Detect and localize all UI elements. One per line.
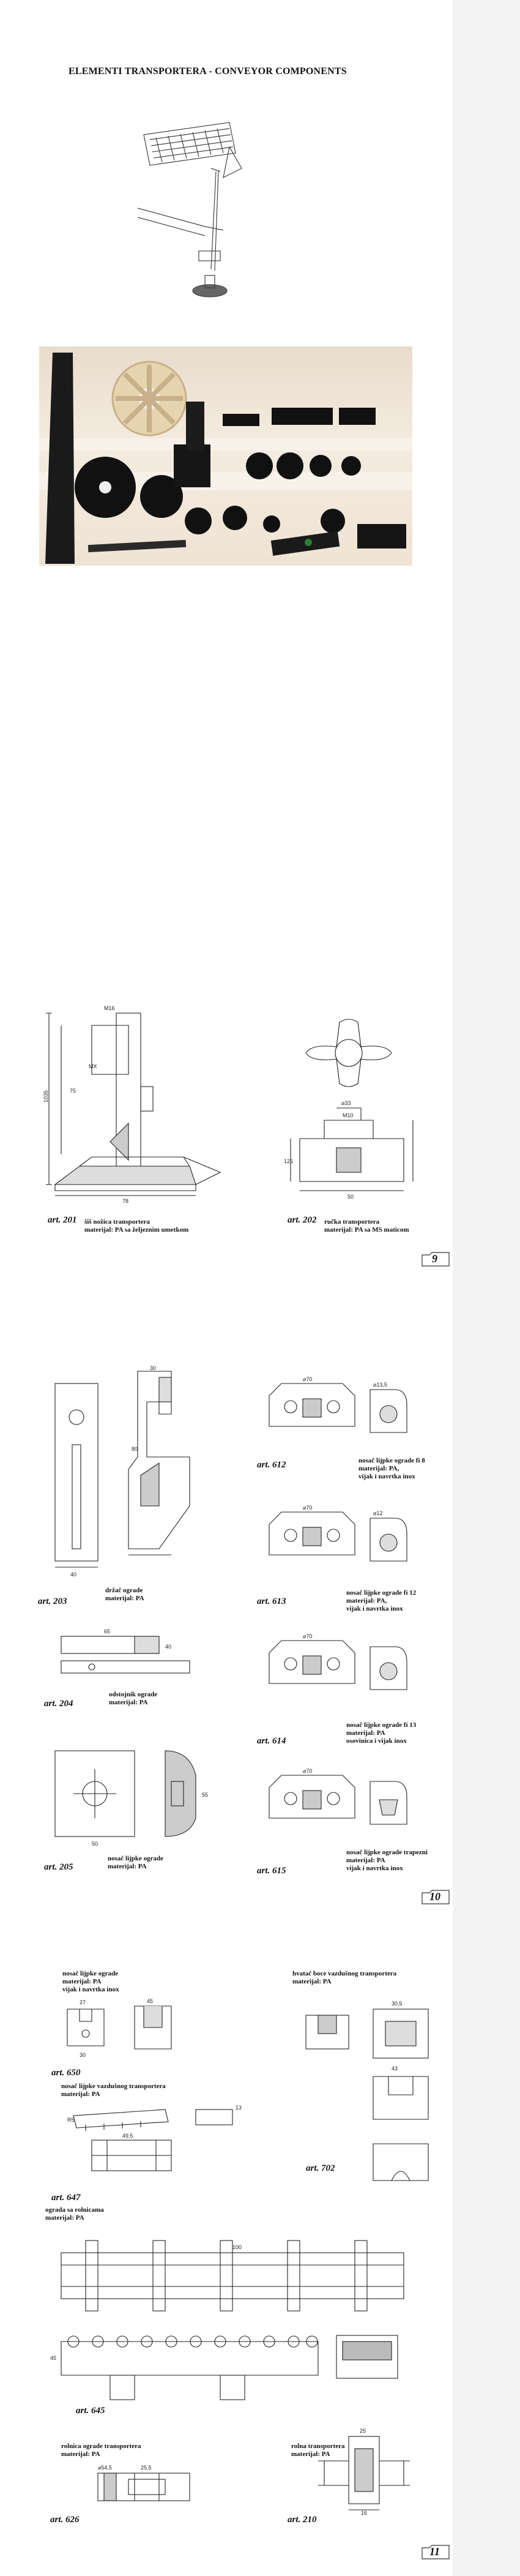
conveyor-assembly-sketch	[137, 122, 242, 298]
art-number: art. 615	[257, 1866, 286, 1876]
page-title: ELEMENTI TRANSPORTERA - CONVEYOR COMPONE…	[69, 66, 347, 77]
dim-label: 80	[132, 1446, 138, 1452]
dim-label: ⌀70	[303, 1505, 312, 1511]
dim-label: R5	[67, 2117, 75, 2123]
catalog-page: ELEMENTI TRANSPORTERA - CONVEYOR COMPONE…	[38, 66, 450, 2559]
dim-label: 30	[80, 2052, 86, 2058]
item-caption: hvatač boce vazdušnog transportera mater…	[292, 1970, 397, 1985]
art-number: art. 203	[38, 1597, 67, 1606]
art-number: art. 626	[50, 2515, 80, 2525]
art-number: art. 702	[306, 2163, 335, 2173]
dim-label: 55	[202, 1792, 208, 1798]
item-caption: ograda sa rolnicama materijal: PA	[45, 2206, 104, 2222]
dim-label: ⌀70	[303, 1633, 312, 1639]
item-caption: ručka transportera materijal: PA sa MS m…	[324, 1218, 409, 1234]
art-number: art. 647	[51, 2193, 81, 2203]
art-number: art. 210	[288, 2515, 317, 2525]
folder-icon	[422, 1890, 450, 1904]
dim-label: 30,5	[392, 2001, 403, 2007]
dim-label: ⌀70	[303, 1768, 312, 1774]
item-caption: držač ograde materijal: PA	[105, 1587, 144, 1602]
dim-label: 45	[147, 1998, 153, 2004]
dim-label: 13	[236, 2105, 242, 2111]
drawing-art-702: 30,5 43	[373, 2001, 429, 2181]
drawing-art-205: 50 55	[54, 1750, 208, 1847]
art-number: art. 201	[48, 1215, 77, 1225]
dim-label: 30	[150, 1365, 156, 1371]
drawing-art-612: ⌀70 ⌀13,5	[269, 1376, 407, 1433]
art-number: art. 612	[257, 1460, 286, 1470]
dim-label: ⌀13,5	[373, 1382, 387, 1388]
dim-label: 50	[347, 1194, 354, 1200]
drawing-art-202: ⌀33 M10 125 50	[284, 1019, 414, 1200]
dim-label: 50	[92, 1841, 98, 1847]
dim-label: MX	[89, 1063, 97, 1069]
dim-label: 25,5	[141, 2465, 152, 2471]
item-caption: nosač lijpke ograde trapezni materijal: …	[346, 1849, 428, 1872]
page-margin	[453, 0, 520, 2576]
dim-label: 40	[165, 1644, 171, 1650]
dim-label: 100	[232, 2244, 242, 2250]
dim-label: M10	[343, 1112, 354, 1118]
item-caption: nosač lijpke vazdušnog transportera mate…	[61, 2083, 166, 2098]
drawing-art-614: ⌀70	[269, 1633, 407, 1690]
drawing-art-203: 30 80 40	[54, 1365, 190, 1578]
item-caption: šiš nožica transportera materijal: PA sa…	[84, 1218, 189, 1234]
item-caption: rolna transportera materijal: PA	[291, 2443, 345, 2458]
dim-label: 16	[361, 2510, 367, 2516]
dim-label: ⌀33	[341, 1100, 351, 1106]
dim-label: 27	[80, 1999, 86, 2005]
dim-label: 40	[70, 1571, 76, 1578]
page-number: 10	[429, 1890, 440, 1903]
drawing-art-204: 65 40	[61, 1628, 190, 1674]
drawing-art-650: 27 45 30	[67, 1998, 172, 2058]
item-caption: nosač lijpke ograde fi 12 materijal: PA,…	[346, 1589, 417, 1612]
drawing-art-210: 25 16	[318, 2428, 410, 2516]
folder-icon	[422, 1252, 450, 1267]
art-number: art. 204	[44, 1699, 73, 1709]
dim-label: 65	[104, 1628, 110, 1634]
art-number: art. 645	[76, 2406, 105, 2416]
dim-label: 49,5	[122, 2133, 133, 2139]
dim-label: 43	[392, 2065, 398, 2072]
dim-label: 75	[70, 1088, 76, 1094]
item-caption: rolnica ograde transportera materijal: P…	[61, 2443, 141, 2458]
drawing-art-702-side	[305, 2015, 349, 2050]
art-number: art. 614	[257, 1736, 286, 1746]
folder-icon	[422, 2545, 450, 2559]
art-number: art. 205	[44, 1862, 73, 1872]
dim-label: 45	[50, 2355, 56, 2361]
drawing-art-615: ⌀70	[269, 1768, 407, 1825]
dim-label: 125	[284, 1158, 293, 1164]
dim-label: M16	[104, 1005, 115, 1011]
drawing-art-647: R5 13 49,5	[67, 2105, 242, 2171]
item-caption: nosač lijpke ograde materijal: PA	[108, 1855, 164, 1870]
components-photo	[39, 346, 412, 566]
page-number: 11	[429, 2545, 440, 2558]
art-number: art. 650	[51, 2068, 81, 2078]
dim-label: ⌀12	[373, 1510, 382, 1516]
drawing-art-201: M16 75 MX 1035 78	[43, 1005, 221, 1204]
dim-label: ⌀70	[303, 1376, 312, 1382]
drawing-art-645: 100 45	[50, 2240, 404, 2400]
dim-label: 1035	[43, 1090, 49, 1103]
dim-label: ⌀54,5	[98, 2465, 112, 2471]
dim-label: 78	[122, 1198, 128, 1204]
item-caption: nosač lijpke ograde materijal: PA vijak …	[62, 1970, 119, 1993]
page-number: 9	[432, 1252, 437, 1265]
dim-label: 25	[360, 2428, 366, 2434]
drawing-art-626: ⌀54,5 25,5	[97, 2465, 190, 2501]
art-number: art. 613	[257, 1597, 286, 1606]
item-caption: nosač lijpke ograde fi 13 materijal: PA …	[346, 1721, 417, 1745]
item-caption: odstojnik ograde materijal: PA	[109, 1691, 158, 1706]
item-caption: nosač lijpke ograde fi 8 materijal: PA, …	[358, 1457, 425, 1480]
art-number: art. 202	[288, 1215, 317, 1225]
drawing-art-613: ⌀70 ⌀12	[269, 1505, 407, 1562]
